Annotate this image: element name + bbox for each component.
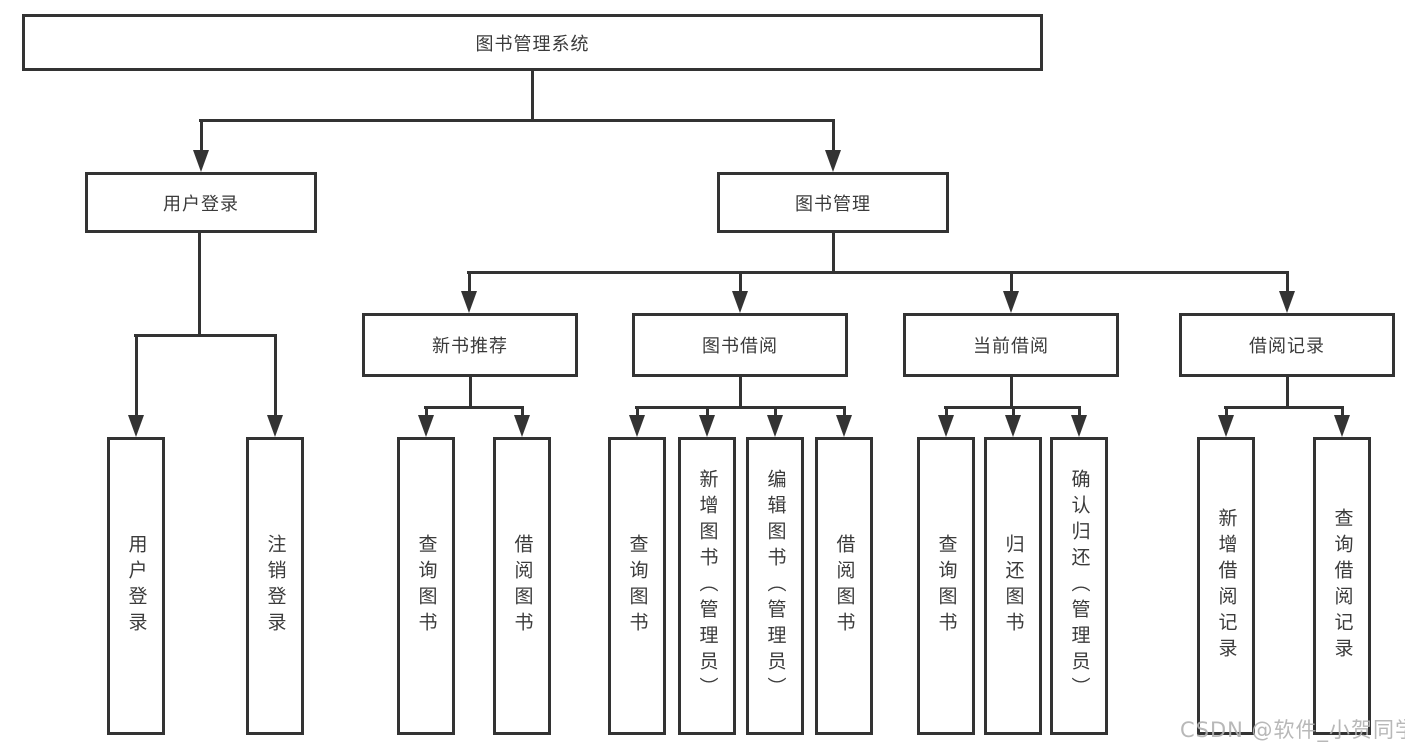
leaf-label: 归还图书: [1002, 534, 1025, 638]
book-management-trunk-line: [832, 233, 835, 274]
arrow-down-icon: [825, 150, 841, 172]
shaft-to-leaf: [636, 406, 639, 418]
root-children-hline: [199, 119, 835, 122]
node-current-borrowing-label: 当前借阅: [973, 336, 1049, 357]
node-book-borrowing-label: 图书借阅: [702, 336, 778, 357]
node-leaf-query-books-borrowing: 查询图书: [608, 437, 666, 735]
leaf-label: 查询图书: [626, 534, 649, 638]
node-borrowing-records-label: 借阅记录: [1249, 336, 1325, 357]
book-borrowing-children-hline: [635, 406, 846, 409]
leaf-label: 借阅图书: [511, 534, 534, 638]
node-root: 图书管理系统: [22, 14, 1043, 71]
leaf-label: 新增图书（管理员）: [696, 469, 719, 703]
book-management-children-hline: [467, 271, 1289, 274]
leaf-label: 编辑图书（管理员）: [764, 469, 787, 703]
arrow-down-icon: [267, 415, 283, 437]
new-book-recommend-children-hline: [424, 406, 524, 409]
arrow-down-icon: [938, 415, 954, 437]
shaft-to-new-book-recommend: [468, 271, 471, 294]
node-book-management: 图书管理: [717, 172, 949, 233]
node-leaf-edit-books-admin: 编辑图书（管理员）: [746, 437, 804, 735]
book-borrowing-trunk-line: [739, 376, 742, 408]
arrow-down-icon: [514, 415, 530, 437]
node-leaf-add-borrow-record: 新增借阅记录: [1197, 437, 1255, 735]
shaft-to-leaf: [706, 406, 709, 418]
leaf-label: 新增借阅记录: [1215, 508, 1238, 664]
shaft-to-leaf: [1341, 406, 1344, 418]
leaf-label: 查询图书: [935, 534, 958, 638]
node-leaf-confirm-return-admin: 确认归还（管理员）: [1050, 437, 1108, 735]
node-book-borrowing: 图书借阅: [632, 313, 848, 377]
arrow-down-icon: [1334, 415, 1350, 437]
shaft-to-leaf: [945, 406, 948, 418]
shaft-to-leaf: [425, 406, 428, 418]
borrowing-records-children-hline: [1224, 406, 1344, 409]
node-book-management-label: 图书管理: [795, 193, 871, 215]
node-leaf-user-login: 用户登录: [107, 437, 165, 735]
node-leaf-query-borrow-record: 查询借阅记录: [1313, 437, 1371, 735]
arrow-down-icon: [732, 291, 748, 313]
shaft-to-leaf: [843, 406, 846, 418]
node-root-label: 图书管理系统: [475, 33, 590, 55]
shaft-to-leaf: [1012, 406, 1015, 418]
leaf-label: 用户登录: [125, 534, 148, 638]
node-leaf-borrow-books-recommend: 借阅图书: [493, 437, 551, 735]
shaft-to-leaf: [774, 406, 777, 418]
shaft-to-current-borrowing: [1010, 271, 1013, 294]
arrow-down-icon: [767, 415, 783, 437]
arrow-down-icon: [629, 415, 645, 437]
leaf-label: 注销登录: [264, 534, 287, 638]
arrow-down-icon: [1003, 291, 1019, 313]
shaft-to-leaf-user-login: [135, 334, 138, 420]
shaft-to-leaf: [1225, 406, 1228, 418]
node-new-book-recommend-label: 新书推荐: [432, 336, 508, 357]
leaf-label: 借阅图书: [833, 534, 856, 638]
node-leaf-query-books-current: 查询图书: [917, 437, 975, 735]
root-trunk-line: [531, 70, 534, 122]
node-leaf-borrow-books-borrowing: 借阅图书: [815, 437, 873, 735]
shaft-to-leaf: [1078, 406, 1081, 418]
leaf-label: 查询借阅记录: [1331, 508, 1354, 664]
node-user-login-label: 用户登录: [163, 193, 239, 215]
arrow-down-icon: [1279, 291, 1295, 313]
node-leaf-return-books: 归还图书: [984, 437, 1042, 735]
shaft-to-book-borrowing: [739, 271, 742, 294]
arrow-down-icon: [1218, 415, 1234, 437]
shaft-to-leaf: [521, 406, 524, 418]
node-new-book-recommend: 新书推荐: [362, 313, 578, 377]
leaf-label: 确认归还（管理员）: [1068, 469, 1091, 703]
arrow-down-icon: [193, 150, 209, 172]
new-book-recommend-trunk-line: [469, 376, 472, 408]
node-user-login: 用户登录: [85, 172, 317, 233]
shaft-to-leaf-logout: [274, 334, 277, 420]
user-login-children-hline: [134, 334, 277, 337]
current-borrowing-trunk-line: [1010, 376, 1013, 408]
csdn-watermark: CSDN @软件_小贺同学: [1180, 718, 1405, 742]
arrow-down-icon: [128, 415, 144, 437]
shaft-to-borrowing-records: [1286, 271, 1289, 294]
node-leaf-query-books-recommend: 查询图书: [397, 437, 455, 735]
node-current-borrowing: 当前借阅: [903, 313, 1119, 377]
arrow-down-icon: [418, 415, 434, 437]
leaf-label: 查询图书: [415, 534, 438, 638]
arrow-down-icon: [461, 291, 477, 313]
borrowing-records-trunk-line: [1286, 376, 1289, 408]
user-login-trunk-line: [198, 233, 201, 337]
shaft-to-user-login: [200, 119, 203, 155]
node-leaf-logout: 注销登录: [246, 437, 304, 735]
shaft-to-book-management: [832, 119, 835, 155]
node-leaf-add-books-admin: 新增图书（管理员）: [678, 437, 736, 735]
node-borrowing-records: 借阅记录: [1179, 313, 1395, 377]
arrow-down-icon: [1071, 415, 1087, 437]
arrow-down-icon: [699, 415, 715, 437]
arrow-down-icon: [836, 415, 852, 437]
arrow-down-icon: [1005, 415, 1021, 437]
